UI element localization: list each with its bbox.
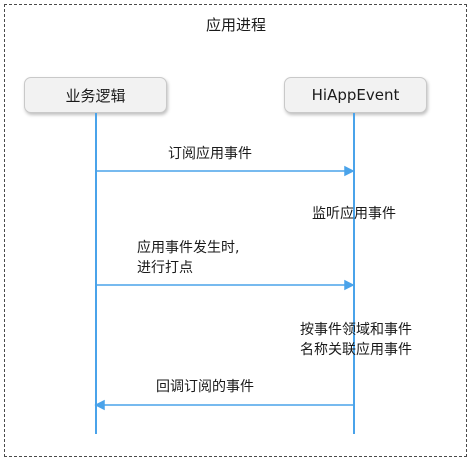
message-label-subscribe: 订阅应用事件 (168, 146, 252, 162)
participant-business-logic: 业务逻辑 (24, 77, 167, 113)
message-label-record-line2: 进行打点 (137, 260, 193, 276)
message-label-callback: 回调订阅的事件 (156, 379, 254, 395)
container-title: 应用进程 (205, 16, 266, 34)
participant-hiappevent: HiAppEvent (284, 77, 427, 113)
arrowhead-record-event (344, 279, 355, 291)
message-label-record-line1: 应用事件发生时, (137, 240, 240, 256)
note-associate-line1: 按事件领域和事件 (300, 322, 412, 338)
lifeline-hiappevent (353, 113, 355, 434)
note-associate-line2: 名称关联应用事件 (300, 342, 412, 358)
arrowhead-callback (94, 399, 105, 411)
lifeline-business-logic (95, 113, 97, 434)
note-listen: 监听应用事件 (312, 206, 396, 222)
arrowhead-subscribe (344, 165, 355, 177)
process-container (4, 4, 467, 457)
